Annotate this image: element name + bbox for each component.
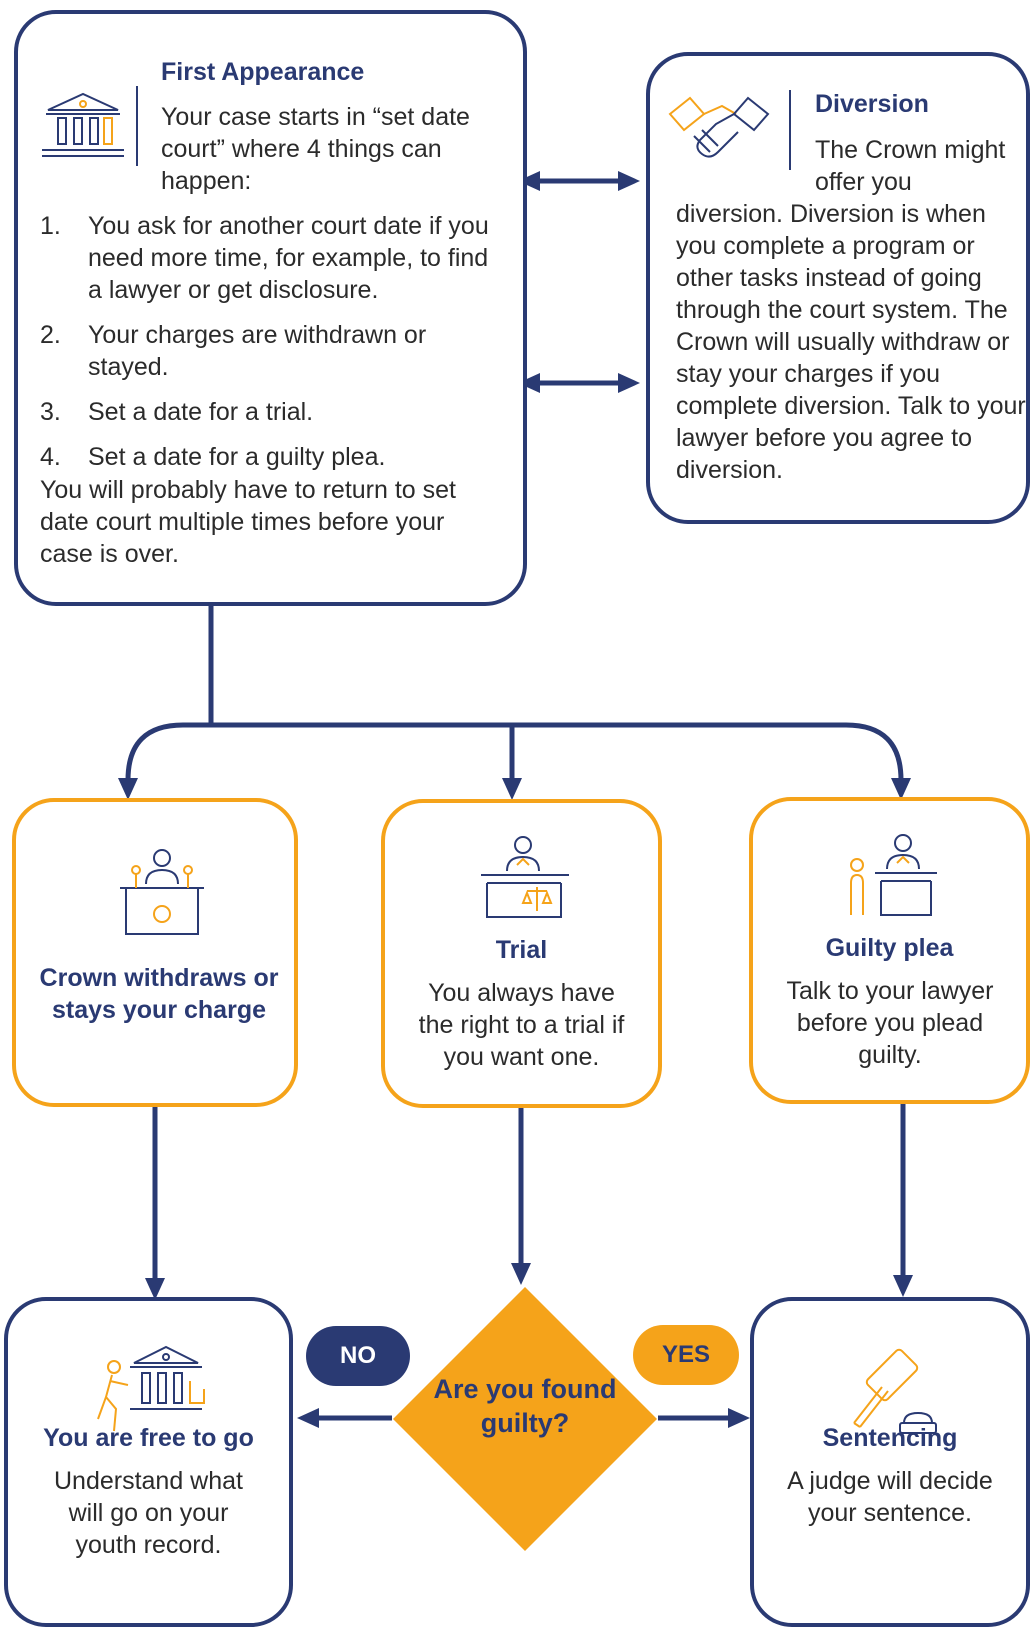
- trial-body: You always have the right to a trial if …: [418, 979, 625, 1071]
- guilty-plea-heading: Guilty plea: [825, 934, 954, 962]
- trial-box: Trial You always have the right to a tri…: [381, 799, 662, 1108]
- decision-question: Are you found guilty?: [433, 1374, 617, 1438]
- judge-scales-icon: [481, 836, 569, 918]
- diversion-heading: Diversion: [815, 90, 929, 118]
- sentencing-body: A judge will decide your sentence.: [787, 1467, 993, 1527]
- icon-divider: [789, 90, 791, 170]
- diversion-lead: The Crown might offer you: [815, 136, 1006, 196]
- guilty-plea-box: Guilty plea Talk to your lawyer before y…: [749, 797, 1030, 1104]
- diversion-box: Diversion The Crown might offer you dive…: [646, 52, 1030, 524]
- icon-divider: [136, 86, 138, 166]
- handshake-icon: [668, 96, 770, 158]
- diversion-body: diversion. Diversion is when you complet…: [676, 200, 1026, 484]
- guilty-plea-body: Talk to your lawyer before you plead gui…: [786, 977, 994, 1069]
- courthouse-icon: [42, 92, 124, 157]
- crown-withdraws-heading: Crown withdraws or stays your charge: [39, 964, 279, 1024]
- list-item: 3.Set a date for a trial.: [40, 398, 314, 426]
- first-appearance-heading: First Appearance: [161, 58, 365, 86]
- list-item: 4.Set a date for a guilty plea.: [40, 443, 386, 471]
- list-item: 2.Your charges are withdrawn or stayed.: [40, 321, 427, 381]
- first-appearance-steps: 1.You ask for another court date if you …: [40, 210, 508, 486]
- decision-diamond: [393, 1287, 657, 1551]
- yes-badge: YES: [633, 1325, 739, 1385]
- first-appearance-footer: You will probably have to return to set …: [40, 476, 456, 568]
- sentencing-box: Sentencing A judge will decide your sent…: [750, 1297, 1030, 1627]
- free-heading: You are free to go: [43, 1424, 254, 1452]
- walking-out-courthouse-icon: [97, 1345, 205, 1432]
- trial-heading: Trial: [495, 936, 548, 964]
- sentencing-heading: Sentencing: [822, 1424, 958, 1452]
- free-to-go-box: You are free to go Understand what will …: [4, 1297, 293, 1627]
- no-badge: NO: [306, 1326, 410, 1386]
- list-item: 1.You ask for another court date if you …: [40, 212, 489, 304]
- first-appearance-box: First Appearance Your case starts in “se…: [14, 10, 527, 606]
- free-body: Understand what will go on your youth re…: [53, 1467, 243, 1559]
- gavel-icon: [853, 1348, 937, 1434]
- crown-withdraws-box: Crown withdraws or stays your charge: [12, 798, 298, 1107]
- first-appearance-intro: Your case starts in “set date court” whe…: [161, 103, 470, 195]
- judge-bench-icon: [850, 834, 937, 916]
- podium-icon: [120, 849, 204, 935]
